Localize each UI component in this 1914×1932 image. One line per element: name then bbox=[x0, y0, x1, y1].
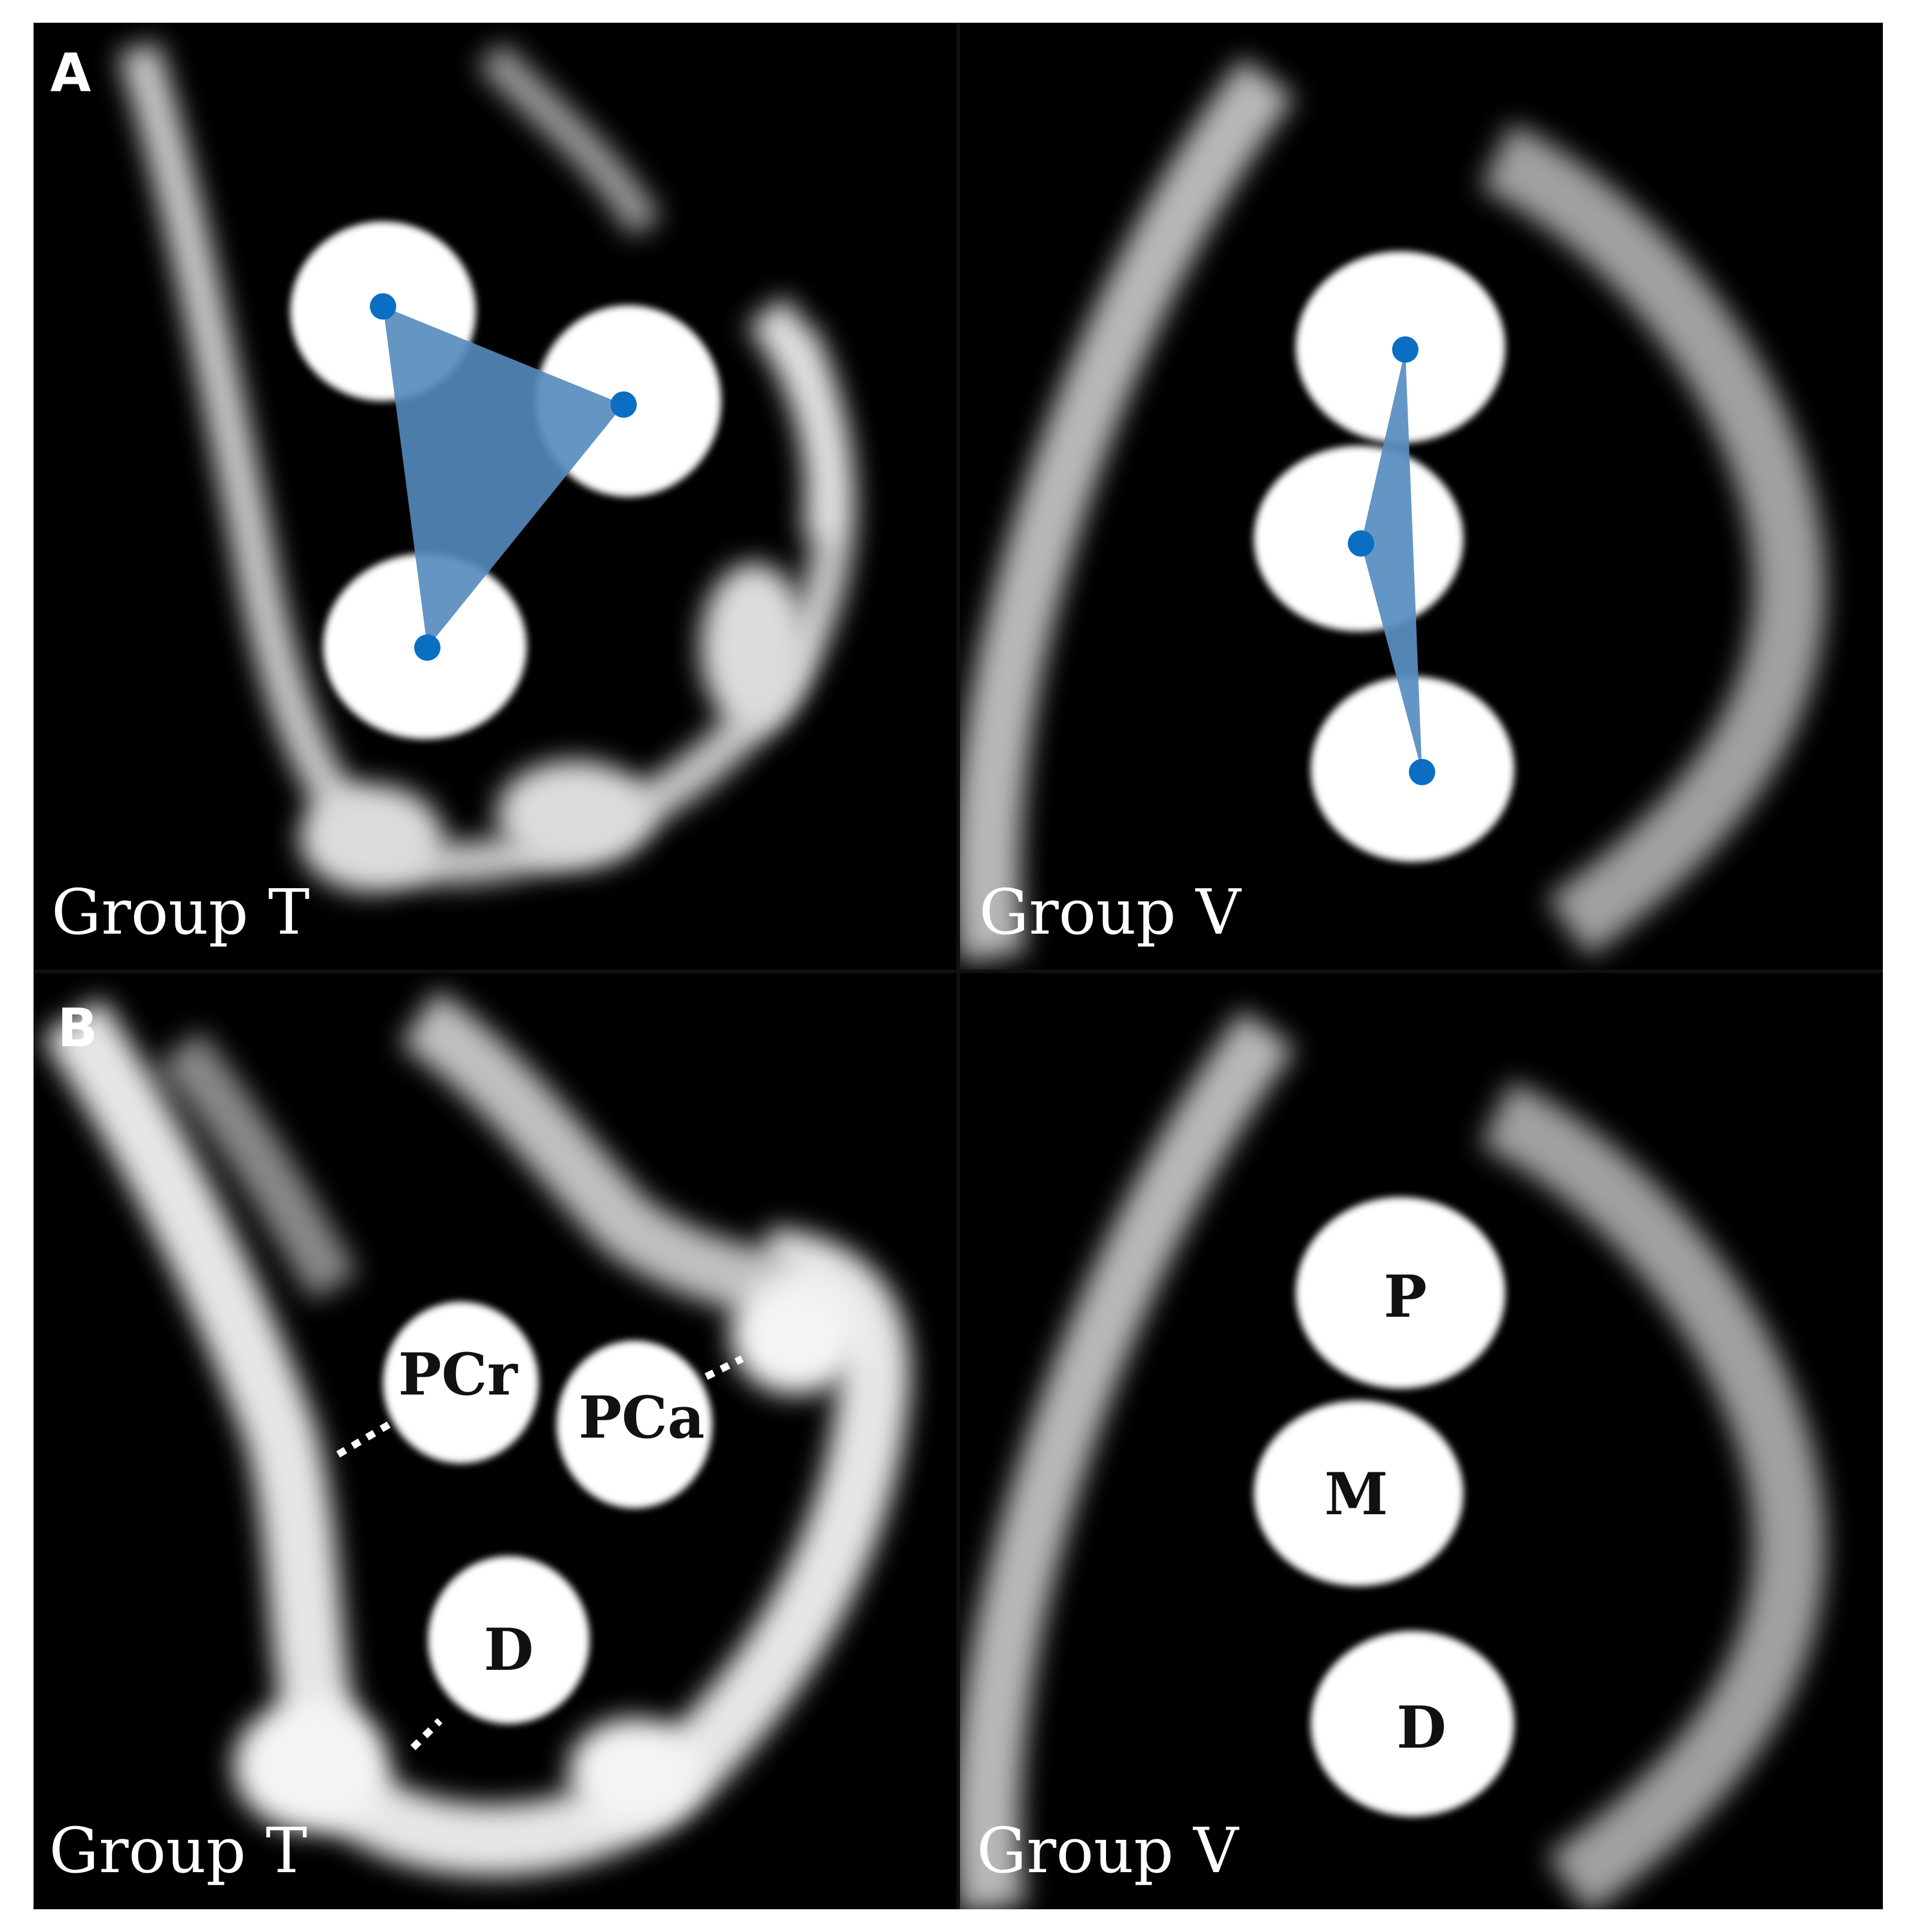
group-label: Group V bbox=[977, 1814, 1239, 1887]
marker-point bbox=[1392, 336, 1418, 363]
marker-point bbox=[1348, 530, 1374, 557]
marker-point bbox=[414, 634, 440, 661]
group-label: Group T bbox=[51, 876, 309, 949]
label-pcr: PCr bbox=[398, 1341, 518, 1408]
panel-b-group-v: P M D Group V bbox=[958, 1010, 1826, 1909]
panel-letter-a: A bbox=[50, 42, 91, 104]
label-p: P bbox=[1384, 1263, 1427, 1330]
label-m: M bbox=[1324, 1460, 1388, 1528]
marker-point bbox=[610, 391, 637, 418]
label-d: D bbox=[1396, 1694, 1446, 1761]
triangle-overlay bbox=[383, 306, 624, 648]
panel-a-group-t: A Group T bbox=[50, 41, 856, 949]
group-label: Group V bbox=[979, 876, 1242, 949]
panel-letter-b: B bbox=[57, 997, 98, 1059]
marker-point bbox=[370, 293, 396, 320]
label-d: D bbox=[484, 1616, 533, 1684]
panel-b-group-t: PCr PCa D B Group T bbox=[41, 990, 910, 1887]
group-label: Group T bbox=[49, 1814, 307, 1887]
marker-point bbox=[1409, 759, 1435, 785]
triangle-overlay bbox=[1361, 350, 1422, 772]
panel-a-group-v: Group V bbox=[958, 57, 1826, 964]
label-pca: PCa bbox=[579, 1384, 705, 1451]
